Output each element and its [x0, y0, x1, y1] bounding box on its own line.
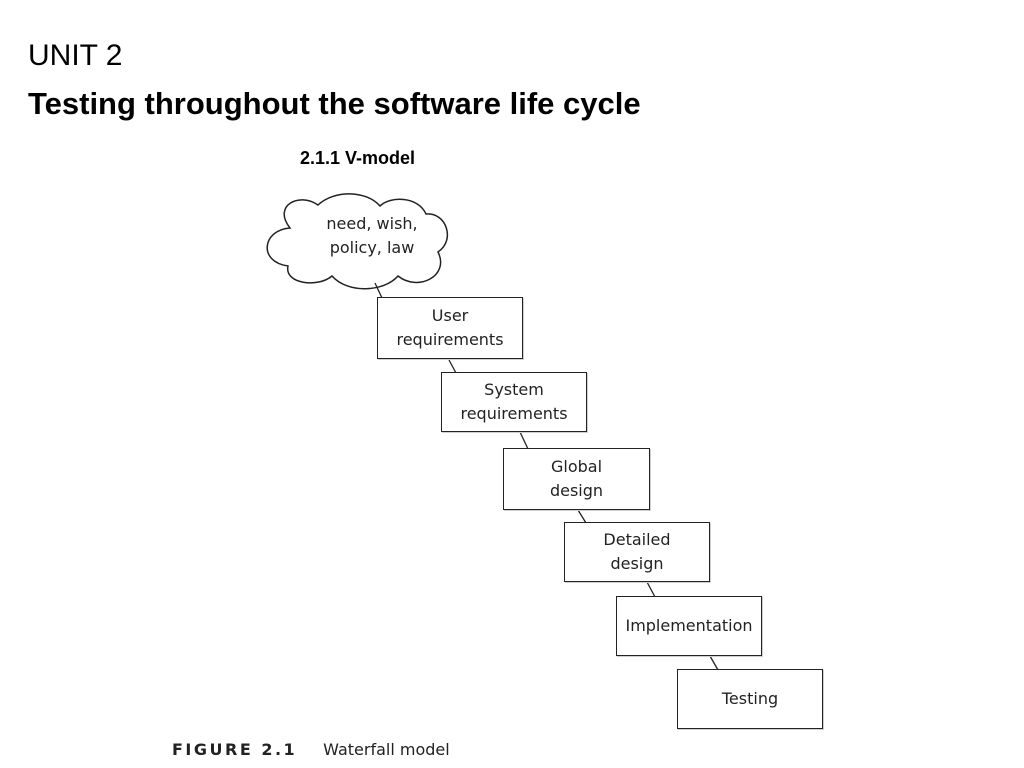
cloud-text: need, wish, policy, law: [326, 214, 418, 257]
connector-cloud-to-user-requirements: [374, 282, 383, 299]
stage-testing: Testing: [677, 669, 823, 729]
connector-system-requirements-to-global-design: [519, 431, 529, 450]
unit-label: UNIT 2: [28, 39, 123, 72]
stage-system-requirements: System requirements: [441, 372, 587, 432]
stage-user-requirements: User requirements: [377, 297, 523, 359]
connector-implementation-to-testing: [709, 655, 719, 671]
figure-number: FIGURE 2.1: [172, 740, 298, 759]
cloud-shape: [266, 193, 449, 290]
connector-detailed-design-to-implementation: [646, 581, 656, 598]
section-label: 2.1.1 V-model: [300, 148, 416, 168]
stage-detailed-design: Detailed design: [564, 522, 710, 582]
stage-global-design: Global design: [503, 448, 650, 510]
stage-implementation: Implementation: [616, 596, 762, 656]
slide-title: Testing throughout the software life cyc…: [28, 86, 641, 121]
connector-user-to-system-requirements: [448, 359, 457, 374]
connector-global-to-detailed-design: [577, 509, 587, 524]
figure-title: Waterfall model: [323, 740, 450, 759]
figure-caption: FIGURE 2.1 Waterfall model: [172, 738, 450, 763]
